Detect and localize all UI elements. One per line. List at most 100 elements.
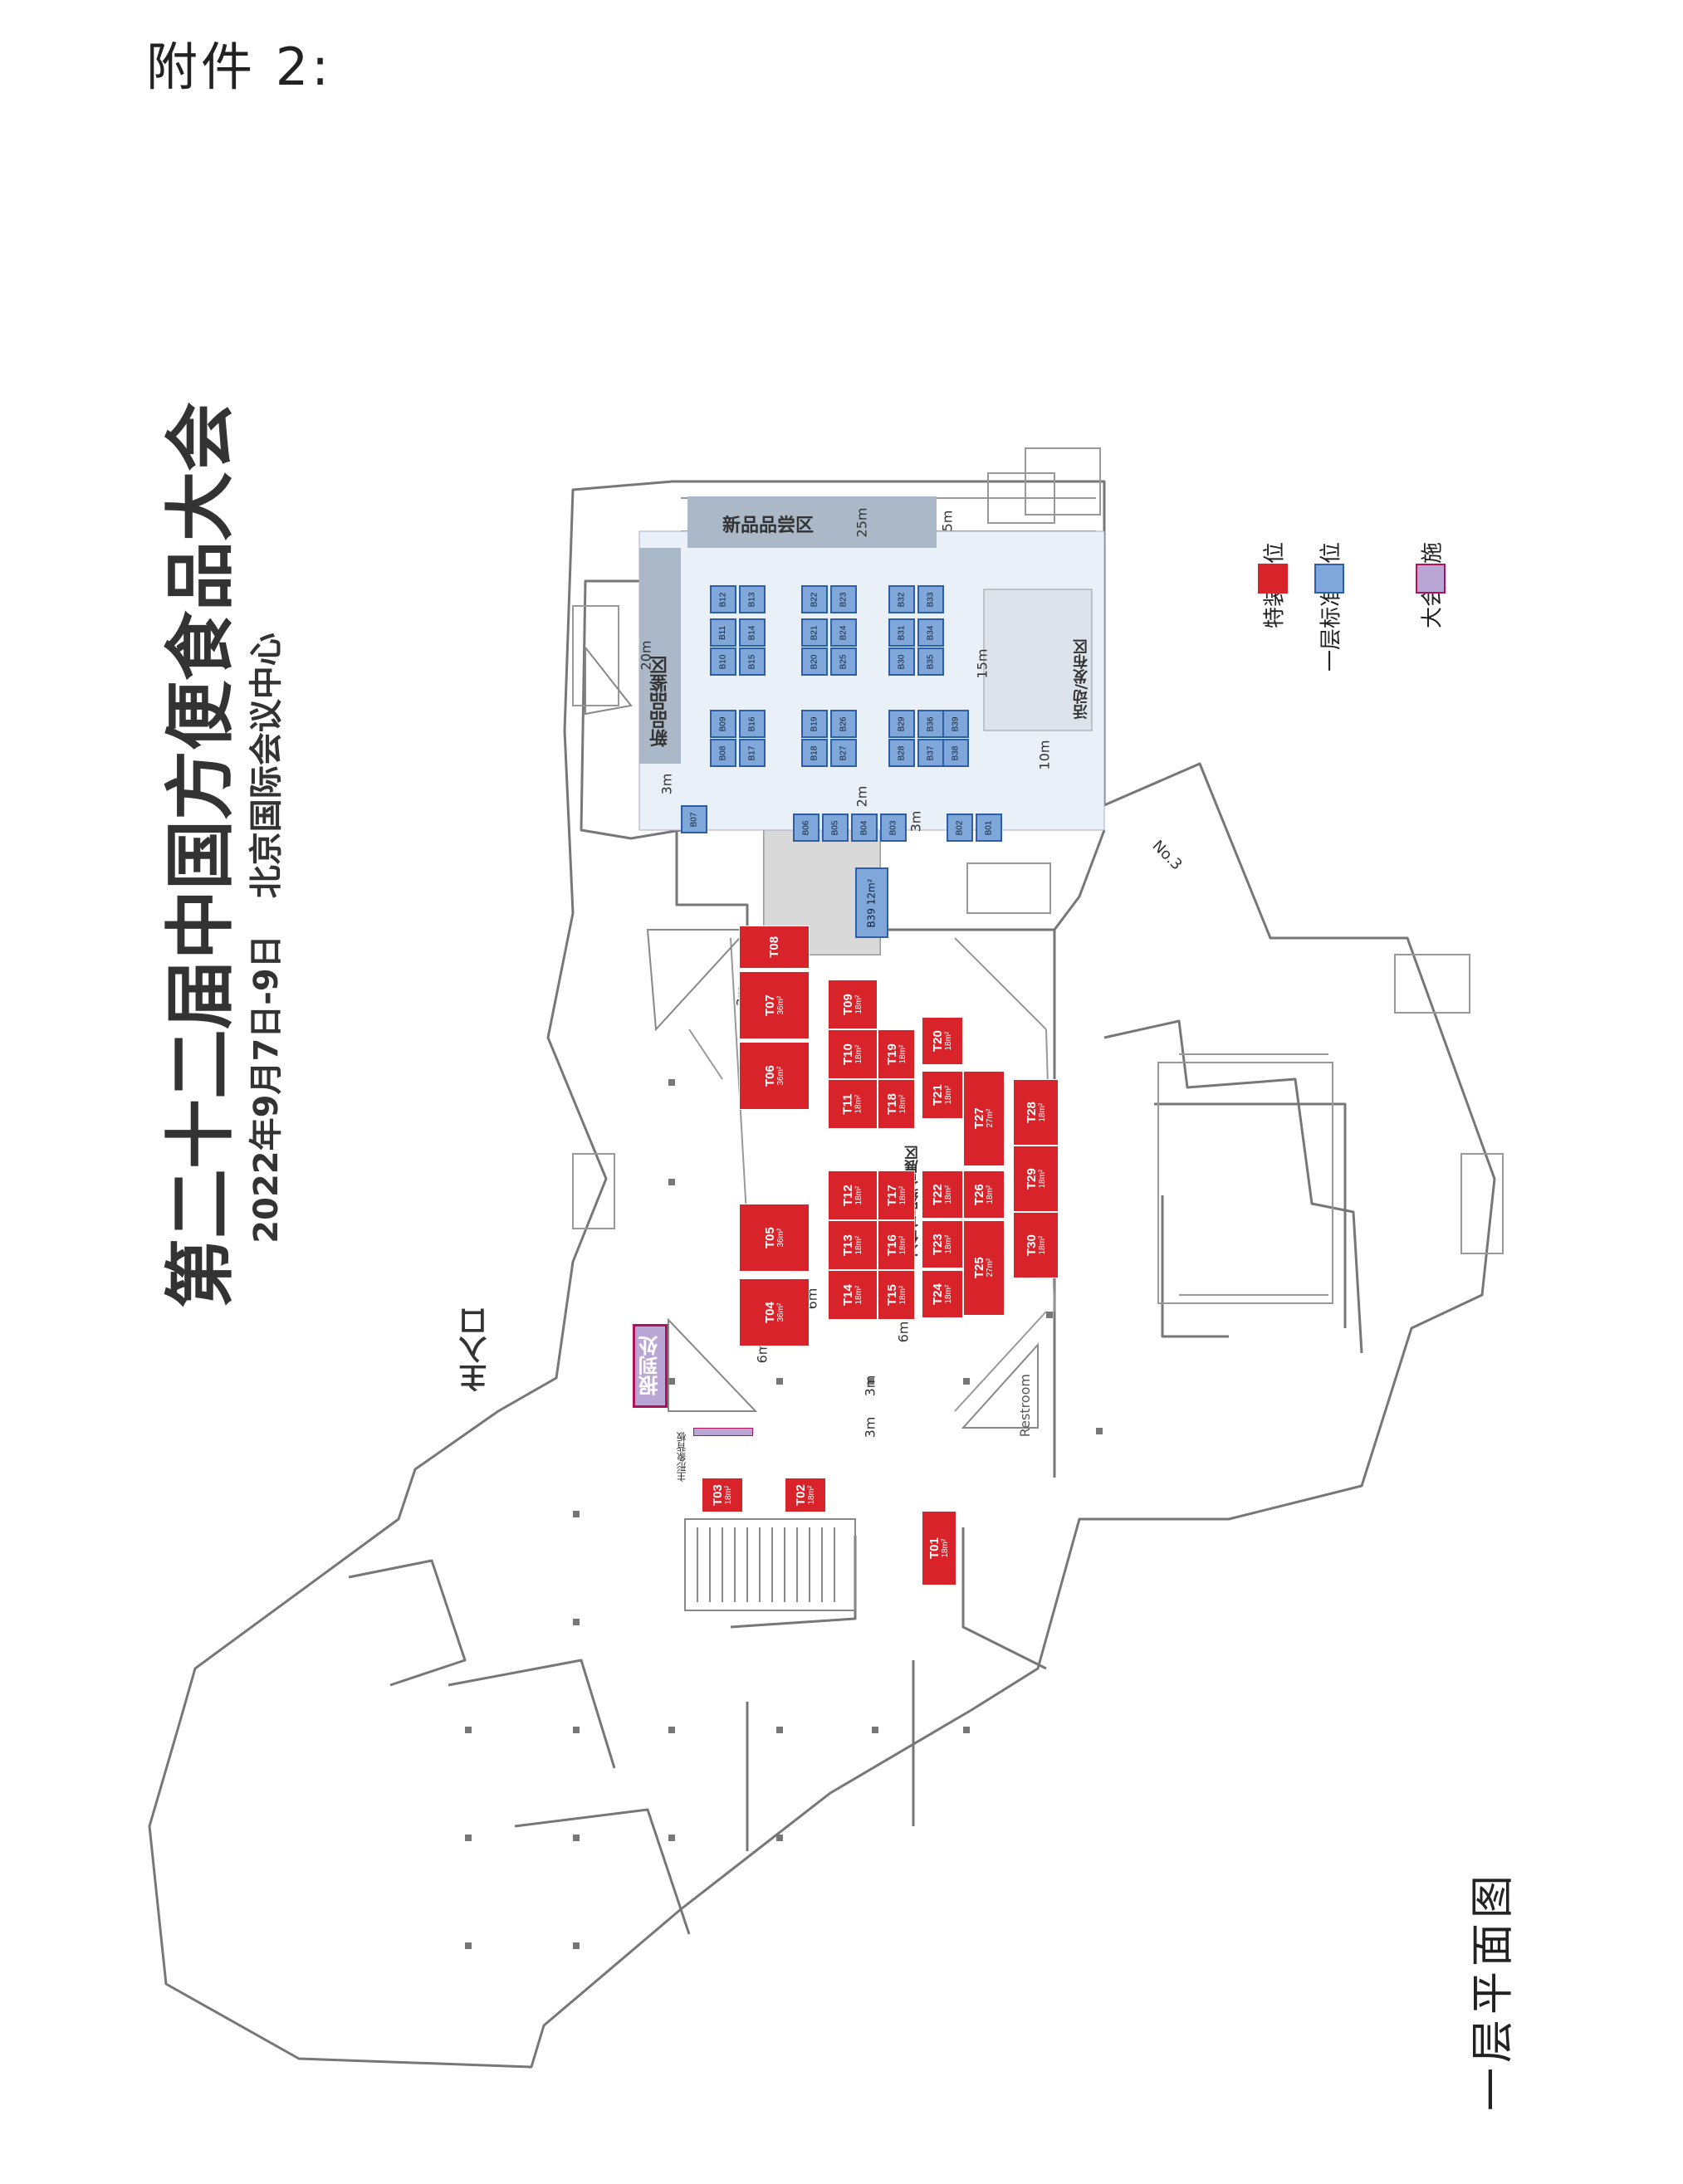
standard-booth-b17[interactable]: B17 xyxy=(739,739,766,767)
booth-id: T03 xyxy=(710,1484,725,1506)
standard-booth-b21[interactable]: B21 xyxy=(801,618,828,647)
standard-booth-b35[interactable]: B35 xyxy=(917,647,944,676)
booth-size: 27m² xyxy=(985,1109,995,1128)
standard-booth-b14[interactable]: B14 xyxy=(739,618,766,647)
booth-size: 18m² xyxy=(943,1185,953,1204)
standard-booth-b36[interactable]: B36 xyxy=(917,710,944,738)
standard-booth-b05[interactable]: B05 xyxy=(822,814,849,842)
booth-id: B34 xyxy=(926,625,936,640)
booth-id: B29 xyxy=(897,716,907,731)
standard-booth-b38[interactable]: B38 xyxy=(942,739,969,767)
standard-booth-b24[interactable]: B24 xyxy=(830,618,857,647)
standard-booth-b09[interactable]: B09 xyxy=(710,710,736,738)
standard-booth-b16[interactable]: B16 xyxy=(739,710,766,738)
standard-booth-b13[interactable]: B13 xyxy=(739,585,766,613)
standard-booth-b28[interactable]: B28 xyxy=(888,739,915,767)
standard-booth-b32[interactable]: B32 xyxy=(888,585,915,613)
standard-booth-b04[interactable]: B04 xyxy=(851,814,878,842)
standard-booth-b18[interactable]: B18 xyxy=(801,739,828,767)
booth-id: T28 xyxy=(1024,1102,1039,1123)
standard-booth-b22[interactable]: B22 xyxy=(801,585,828,613)
booth-id: T11 xyxy=(840,1093,855,1115)
booth-id: B10 xyxy=(718,654,728,669)
standard-booth-b07[interactable]: B07 xyxy=(681,805,707,833)
standard-booth-b10[interactable]: B10 xyxy=(710,647,736,676)
registration-desk[interactable]: 报到处 xyxy=(633,1324,668,1408)
standard-booth-b23[interactable]: B23 xyxy=(830,585,857,613)
booth-id: T09 xyxy=(840,994,855,1015)
standard-booth-b15[interactable]: B15 xyxy=(739,647,766,676)
standard-booth-b26[interactable]: B26 xyxy=(830,710,857,738)
standard-booth-b19[interactable]: B19 xyxy=(801,710,828,738)
standard-booth-b02[interactable]: B02 xyxy=(947,814,973,842)
standard-booth-b25[interactable]: B25 xyxy=(830,647,857,676)
standard-booth-b34[interactable]: B34 xyxy=(917,618,944,647)
booth-id: B03 xyxy=(888,820,898,835)
standard-booth-b11[interactable]: B11 xyxy=(710,618,736,647)
restroom-label: Restroom xyxy=(1017,1374,1033,1438)
standard-booth-b37[interactable]: B37 xyxy=(917,739,944,767)
booth-id: B24 xyxy=(839,625,849,640)
standard-booth-b12[interactable]: B12 xyxy=(710,585,736,613)
event-release-label: 活动/发布区 xyxy=(1073,639,1090,720)
standard-booth-b27[interactable]: B27 xyxy=(830,739,857,767)
booth-id: T24 xyxy=(930,1283,945,1305)
backdrop-bar xyxy=(693,1428,753,1436)
booth-id: B30 xyxy=(897,654,907,669)
booth-size: 18m² xyxy=(854,1235,864,1255)
special-booth-t08[interactable]: T08 xyxy=(739,926,810,969)
standard-booth-b20[interactable]: B20 xyxy=(801,647,828,676)
booth-id: B20 xyxy=(810,654,819,669)
booth-size: 18m² xyxy=(943,1284,953,1304)
booth-id: T19 xyxy=(884,1043,899,1065)
dim-label: 25m xyxy=(854,507,870,538)
booth-size: 18m² xyxy=(806,1485,816,1505)
standard-booth-b01[interactable]: B01 xyxy=(976,814,1002,842)
standard-booth-b08[interactable]: B08 xyxy=(710,739,736,767)
standard-booth-b06[interactable]: B06 xyxy=(793,814,819,842)
booth-id: T23 xyxy=(930,1234,945,1255)
standard-booth-b29[interactable]: B29 xyxy=(888,710,915,738)
legend-item-standard: 一层标准展位 xyxy=(1314,394,1348,672)
kiosk-booth[interactable]: B39 12m² xyxy=(855,867,888,938)
dim-label: 3m xyxy=(908,810,924,833)
standard-booth-b33[interactable]: B33 xyxy=(917,585,944,613)
standard-booth-b30[interactable]: B30 xyxy=(888,647,915,676)
standard-booth-b39[interactable]: B39 xyxy=(942,710,969,738)
booth-size: 18m² xyxy=(1037,1102,1047,1122)
standard-booth-b03[interactable]: B03 xyxy=(880,814,907,842)
main-entrance-label: 主入口 xyxy=(459,1307,492,1392)
standard-booth-b31[interactable]: B31 xyxy=(888,618,915,647)
dim-label: 10m xyxy=(1036,740,1053,770)
